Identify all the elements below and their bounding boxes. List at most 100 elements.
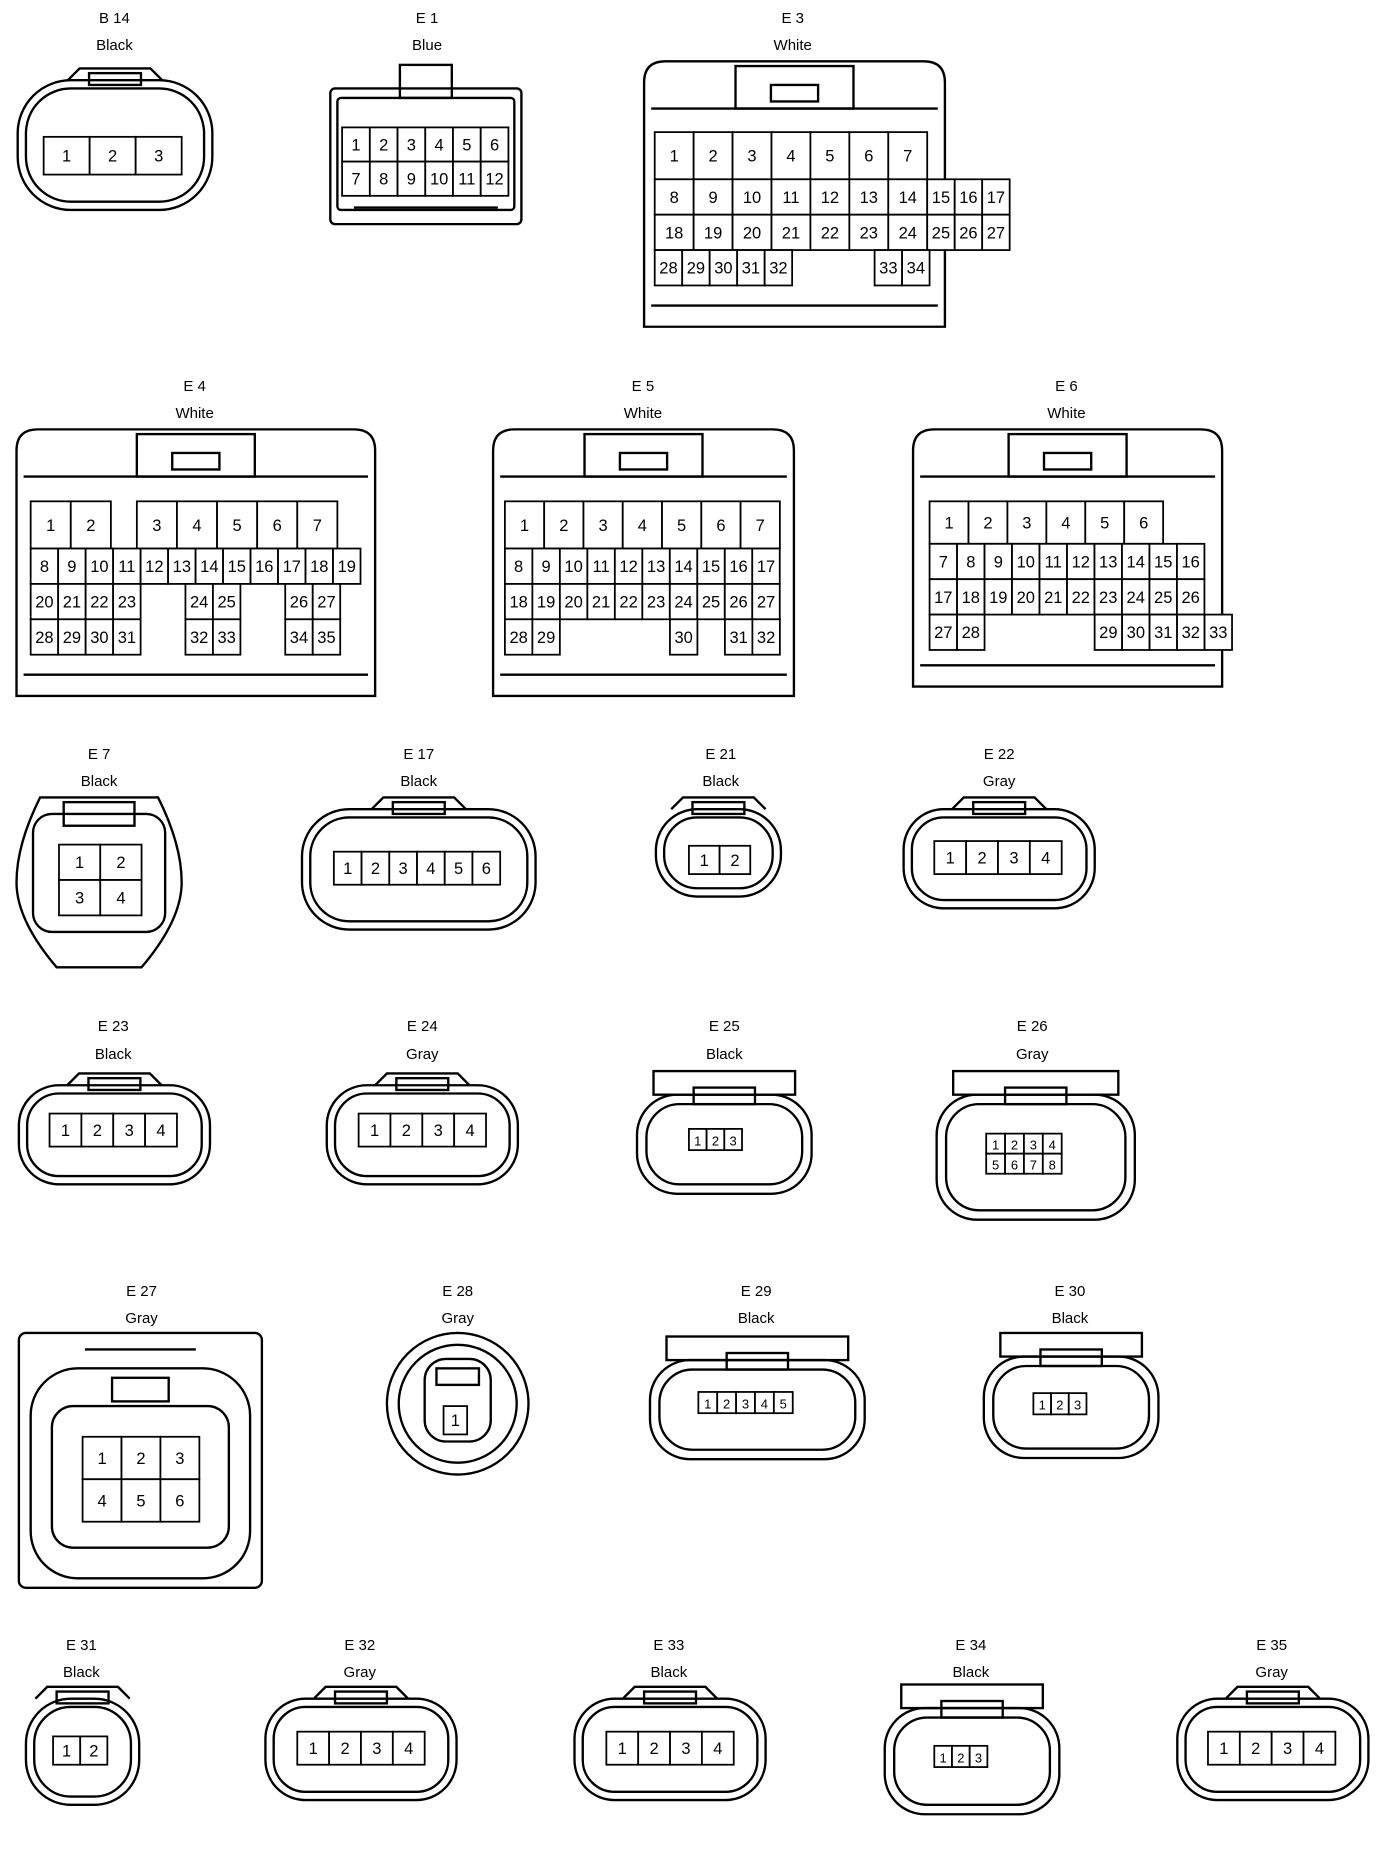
pin-cell [1123, 500, 1165, 545]
pin-number: 5 [780, 1396, 787, 1411]
pin-number: 1 [309, 1740, 318, 1758]
pin-number: 2 [1056, 1398, 1063, 1413]
pin-cell [582, 500, 624, 550]
pin-number: 7 [756, 517, 765, 535]
pin-number: 1 [62, 1742, 71, 1760]
pin-cell [718, 844, 752, 875]
pin-cell [668, 547, 699, 585]
pin-number: 1 [704, 1396, 711, 1411]
pin-number: 1 [343, 860, 352, 878]
pin-cell [504, 618, 534, 656]
pin-cell [504, 583, 534, 621]
pin-cell [424, 160, 454, 197]
pin-number: 31 [1154, 624, 1172, 642]
pin-number: 16 [255, 558, 273, 576]
pin-cell [134, 135, 183, 176]
pin-cell [84, 618, 115, 656]
connector-id-label: E 6 [1055, 377, 1078, 395]
pin-number: 26 [729, 594, 747, 612]
pin-number: 5 [462, 136, 471, 154]
pin-cell [341, 160, 371, 197]
pin-number: 1 [670, 148, 679, 166]
pin-number: 1 [46, 517, 55, 535]
pin-number: 10 [90, 558, 108, 576]
pin-cell [391, 1730, 426, 1766]
connector-id-label: E 5 [631, 377, 655, 395]
pin-cell [421, 1112, 456, 1148]
pin-number: 6 [175, 1492, 184, 1510]
pin-cell [443, 850, 474, 886]
pin-number: 1 [944, 514, 953, 532]
pin-cell [967, 500, 1009, 545]
pin-number: 6 [1139, 514, 1148, 532]
pin-number: 33 [879, 260, 897, 278]
pin-number: 18 [962, 589, 980, 607]
pin-number: 2 [340, 1740, 349, 1758]
pin-number: 10 [743, 189, 761, 207]
pin-number: 4 [404, 1740, 413, 1758]
pin-number: 3 [152, 517, 161, 535]
connector-id-label: E 31 [65, 1636, 97, 1654]
pin-number: 32 [190, 629, 208, 647]
connector-color-label: White [1047, 405, 1086, 423]
pin-cell [770, 213, 812, 251]
connector-color-label: Gray [343, 1663, 377, 1681]
pin-number: 32 [757, 629, 775, 647]
pin-number: 16 [729, 558, 747, 576]
pin-cell [901, 249, 931, 287]
pin-cell [669, 618, 699, 656]
pin-cell [983, 578, 1013, 616]
pin-number: 3 [975, 1750, 982, 1765]
pin-number: 4 [116, 890, 125, 908]
pin-number: 5 [233, 517, 242, 535]
pin-number: 19 [704, 224, 722, 242]
pin-cell [1121, 578, 1151, 616]
connector-e28: 1 [385, 1331, 530, 1476]
pin-number: 17 [757, 558, 775, 576]
pin-number: 11 [593, 558, 610, 576]
pin-number: 3 [372, 1740, 381, 1758]
pin-number: 1 [1219, 1740, 1228, 1758]
pin-number: 2 [977, 849, 986, 867]
pin-number: 11 [1045, 553, 1062, 571]
pin-number: 21 [782, 224, 800, 242]
pin-cell [212, 618, 242, 656]
pin-number: 22 [1072, 589, 1090, 607]
pin-number: 3 [681, 1740, 690, 1758]
pin-number: 4 [97, 1492, 106, 1510]
pin-cell [311, 583, 342, 621]
pin-number: 1 [451, 1412, 460, 1430]
connector-color-label: White [175, 405, 214, 423]
pin-number: 2 [136, 1450, 145, 1468]
pin-number: 29 [1099, 624, 1117, 642]
connector-color-label: Gray [1015, 1045, 1049, 1063]
pin-cell [751, 583, 781, 621]
pin-cell [212, 583, 242, 621]
connector-color-label: Black [650, 1663, 688, 1681]
pin-cell [69, 500, 112, 550]
pin-number: 4 [761, 1396, 768, 1411]
pin-cell [809, 178, 851, 216]
pin-number: 32 [1182, 624, 1200, 642]
pin-number: 4 [786, 148, 795, 166]
pin-number: 4 [192, 517, 201, 535]
pin-number: 18 [509, 594, 527, 612]
pin-number: 4 [426, 860, 435, 878]
connector-color-label: Gray [406, 1045, 439, 1063]
pin-number: 22 [90, 594, 108, 612]
pin-number: 3 [747, 148, 756, 166]
pin-number: 9 [67, 558, 76, 576]
pin-number: 6 [864, 148, 873, 166]
connector-id-label: E 29 [740, 1282, 772, 1300]
pin-cell [479, 160, 510, 197]
connector-id-label: E 7 [87, 745, 111, 763]
pin-number: 1 [700, 852, 709, 870]
pin-cell [772, 1391, 794, 1415]
pin-number: 3 [1009, 849, 1018, 867]
pin-cell [416, 850, 446, 886]
